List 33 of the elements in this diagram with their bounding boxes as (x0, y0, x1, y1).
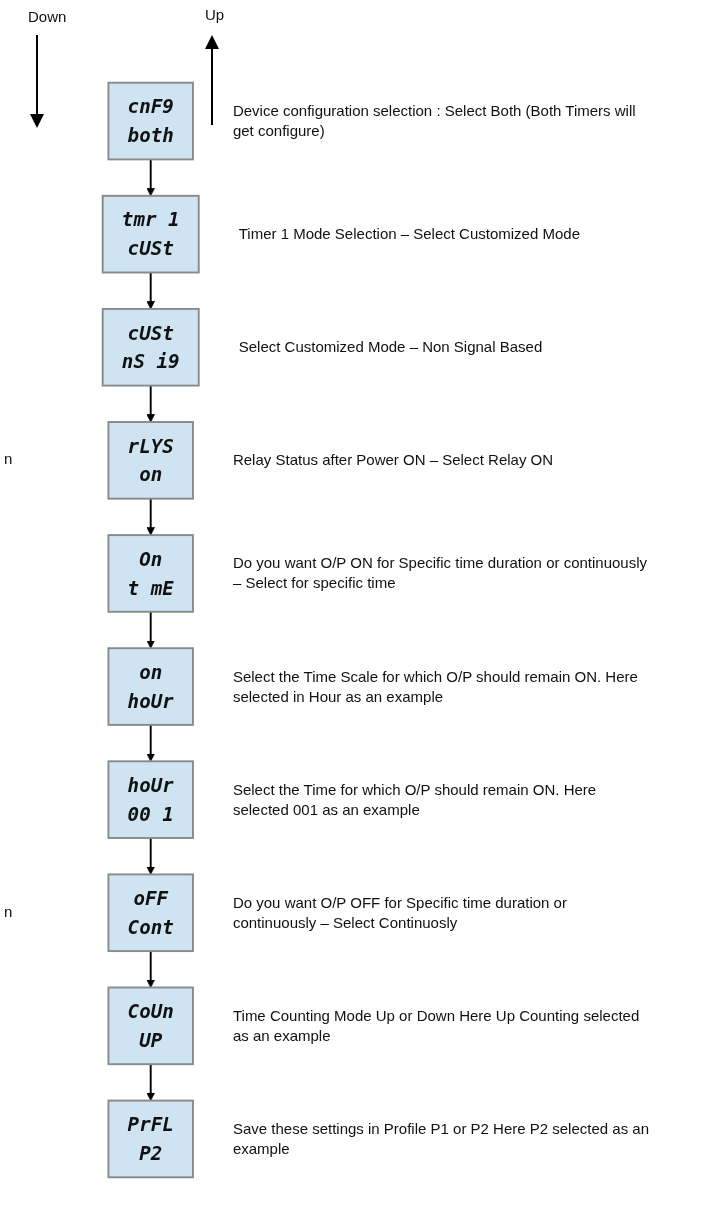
node-box: on hoUr (107, 647, 194, 726)
arrow (146, 384, 155, 423)
node-box: PrFL P2 (107, 1099, 194, 1179)
node-box: On t mE (107, 534, 194, 613)
step-description: Device configuration selection : Select Both (Both Timers will get configure) (232, 101, 637, 142)
arrow (146, 497, 155, 536)
label-text: n (4, 902, 13, 920)
arrow (146, 723, 155, 762)
arrow (146, 837, 155, 875)
arrow (146, 1063, 155, 1101)
step-description: Save these settings in Profile P1 or P2 Here P2 selected as an example (232, 1118, 650, 1159)
step-description: Do you want O/P OFF for Specific time duration or continuously – Select Continuosly (232, 892, 568, 933)
step-description: Select the Time for which O/P should remain ON. Here selected 001 as an example (232, 779, 598, 820)
arrow (146, 950, 155, 988)
step-description: Do you want O/P ON for Specific time duration or continuously – Select for specific time (232, 553, 649, 594)
step-description: Select Customized Mode – Non Signal Based (238, 337, 544, 358)
step-description: Relay Status after Power ON – Select Relay ON (232, 450, 555, 471)
node-box: hoUr 00 1 (107, 760, 194, 839)
node-box: cnF9 both (107, 81, 194, 161)
node-box: rLYS on (107, 421, 194, 500)
node-box: tmr 1 cUSt (101, 194, 200, 274)
step-description: Select the Time Scale for which O/P should remain ON. Here selected in Hour as an example (232, 666, 639, 707)
node-box: CoUn UP (107, 986, 194, 1066)
step-description: Timer 1 Mode Selection – Select Customized Mode (238, 224, 581, 245)
step-description: Time Counting Mode Up or Down Here Up Counting selected as an example (232, 1005, 641, 1046)
label-text: Down (28, 8, 67, 25)
node-box: oFF Cont (107, 873, 194, 953)
node-box: cUSt nS i9 (101, 307, 200, 387)
label-text: Up (205, 6, 225, 23)
arrow (146, 158, 155, 197)
arrow (146, 271, 155, 310)
label-text: n (4, 450, 13, 468)
arrow (146, 610, 155, 649)
